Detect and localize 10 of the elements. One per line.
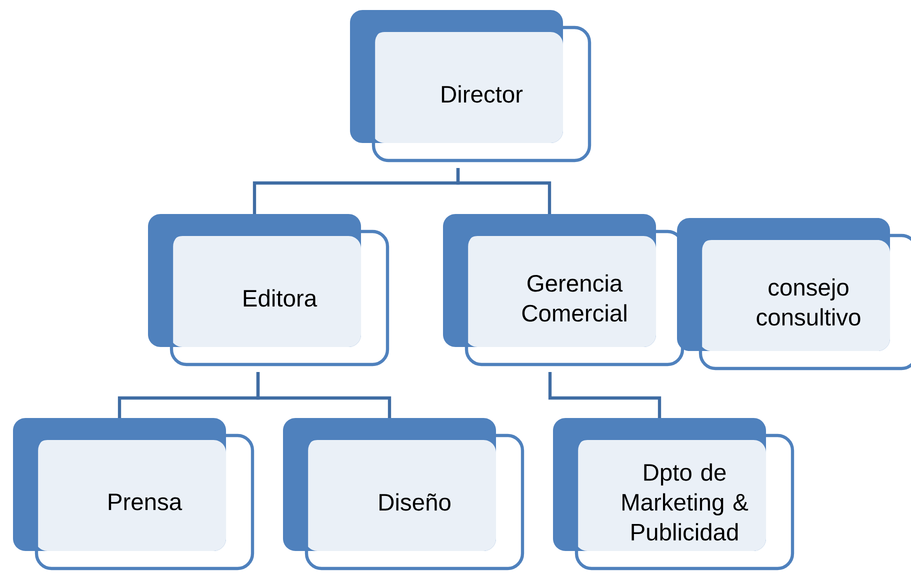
connector-line xyxy=(256,372,392,418)
connector-line xyxy=(456,168,552,214)
org-box: Gerencia Comercial xyxy=(443,214,684,366)
org-box: Editora xyxy=(148,214,390,366)
org-box: Director xyxy=(350,10,592,162)
connector-line xyxy=(548,372,662,418)
org-box: Dpto de Marketing & Publicidad xyxy=(553,418,794,570)
org-box: Diseño xyxy=(283,418,524,570)
org-box: consejo consultivo xyxy=(677,218,911,370)
org-box: Prensa xyxy=(13,418,254,570)
